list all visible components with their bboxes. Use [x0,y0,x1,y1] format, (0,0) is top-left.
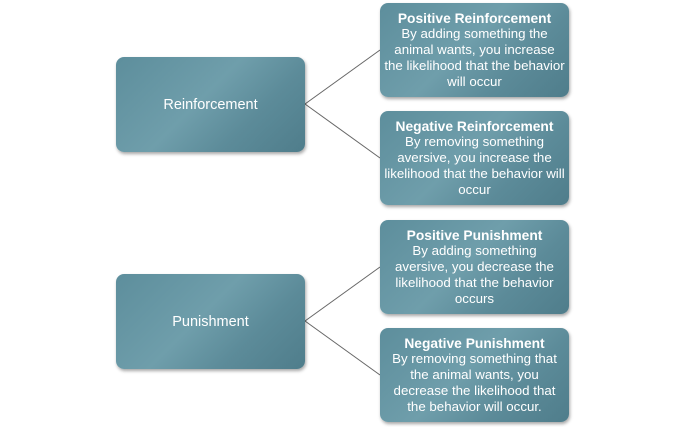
negative-reinforcement-node: Negative Reinforcement By removing somet… [380,111,569,205]
negative-punishment-description: By removing something that the animal wa… [392,351,557,414]
positive-punishment-node: Positive Punishment By adding something … [380,220,569,314]
negative-punishment-title: Negative Punishment [404,335,545,351]
positive-punishment-title: Positive Punishment [406,227,543,243]
positive-reinforcement-title: Positive Reinforcement [397,10,552,26]
negative-reinforcement-description: By removing something aversive, you incr… [384,134,565,197]
positive-punishment-description: By adding something aversive, you decrea… [395,243,554,306]
punishment-label: Punishment [172,313,249,330]
negative-reinforcement-title: Negative Reinforcement [395,118,554,134]
connector-reinforcement-positive [304,49,381,105]
connector-reinforcement-negative [304,103,381,159]
positive-reinforcement-node: Positive Reinforcement By adding somethi… [380,3,569,97]
reinforcement-label: Reinforcement [163,96,258,113]
positive-reinforcement-description: By adding something the animal wants, yo… [384,26,565,89]
negative-punishment-node: Negative Punishment By removing somethin… [380,328,569,422]
punishment-node: Punishment [116,274,305,369]
reinforcement-node: Reinforcement [116,57,305,152]
connector-punishment-positive [304,266,381,322]
connector-punishment-negative [304,320,381,376]
